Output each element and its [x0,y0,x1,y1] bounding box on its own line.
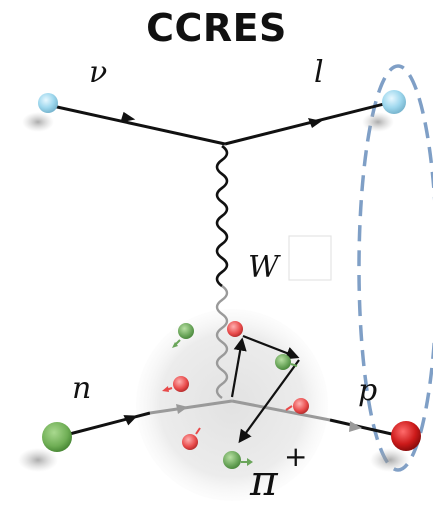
neutron-ball-shadow [18,448,58,472]
neutrino-line [47,103,226,146]
proton-ball-icon [391,421,421,451]
pion-path-3 [238,359,300,444]
pion-path-2 [242,334,300,360]
neutrino-label: ν [89,55,107,90]
lepton-arrow [308,118,322,128]
diagram-title: CCRES [146,6,287,50]
proton-line-inner [231,399,331,422]
nucleon-red-3 [285,398,309,414]
lepton-line [224,101,389,146]
nucleon-red-1 [227,321,243,337]
w-boson-label: W [248,250,281,285]
proton-line-outer [329,418,397,437]
w-label-box [288,235,332,281]
neutron-label: n [72,371,91,406]
neutron-line-inner [149,399,233,415]
neutron-ball-icon [42,422,72,452]
nucleon-red-4 [182,427,201,450]
neutrino-ball-shadow [22,112,54,132]
nucleon-red-2 [162,376,189,392]
lepton-label: l [314,55,324,90]
neutrino-arrow [120,111,136,123]
proton-arrow [349,421,362,432]
neutron-arrow [123,415,138,426]
nucleon-green-1 [172,323,194,348]
lepton-ball-icon [382,90,406,114]
w-boson-propagator [215,144,229,288]
proton-ball-shadow [370,448,410,472]
pion-charge-label: + [284,440,307,473]
neutron-arrow-inner [176,404,188,414]
proton-label: p [358,373,377,408]
lepton-ball-shadow [362,112,394,132]
pion-label: π [249,456,279,505]
w-boson-propagator-inner [215,285,229,399]
neutrino-ball-icon [38,93,58,113]
nucleon-green-2 [275,354,298,370]
pion-ball-icon [223,451,253,469]
pion-path-1 [230,337,247,398]
